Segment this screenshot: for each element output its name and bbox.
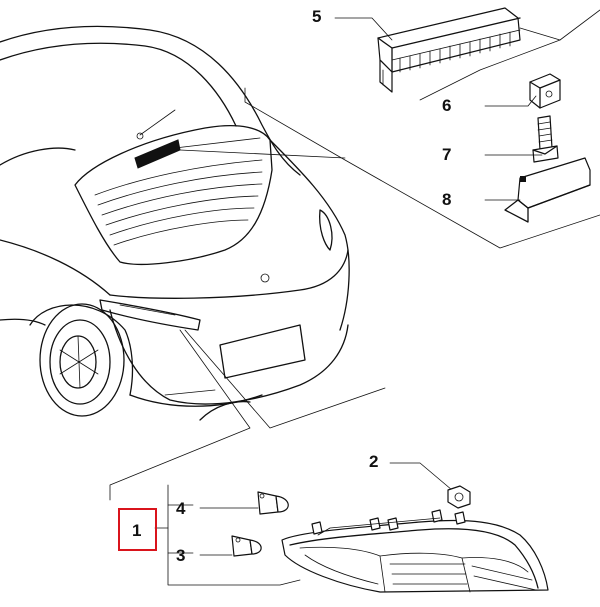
upper-exploded-frame [244, 9, 600, 249]
tail-lamp-assembly [281, 509, 549, 593]
callout-1: 1 [132, 521, 141, 540]
part-1-highlight-box [118, 508, 157, 551]
leader-lines-car [109, 137, 386, 501]
callout-6: 6 [442, 96, 451, 115]
car-rear-view-drawing [0, 25, 350, 421]
part-6-clip [529, 73, 561, 109]
part-2-nut [389, 462, 471, 509]
part-3-bulb [199, 535, 262, 557]
callout-5: 5 [312, 7, 321, 26]
part-4-bulb [199, 491, 289, 515]
callout-7: 7 [442, 145, 451, 164]
callout-2: 2 [369, 452, 378, 471]
part-1-bracket-lines [154, 484, 301, 586]
callout-3: 3 [176, 546, 185, 565]
callout-8: 8 [442, 190, 451, 209]
part-7-screw [532, 115, 559, 163]
leader-lines-upper [334, 17, 543, 201]
callout-4: 4 [176, 499, 186, 518]
part-5-high-mounted-stop-lamp [377, 7, 521, 93]
part-8-bracket [504, 157, 591, 223]
